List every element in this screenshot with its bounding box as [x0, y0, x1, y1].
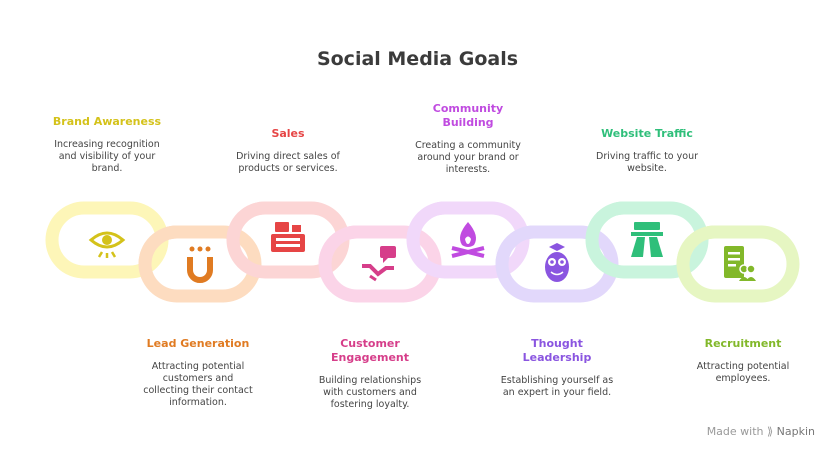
goal-description-line: around your brand or [417, 152, 519, 163]
resume-icon [724, 246, 756, 281]
chain-link-overlap-8 [676, 225, 716, 265]
goal-description-line: collecting their contact [143, 385, 253, 396]
chat-handshake-icon [362, 246, 396, 282]
highway-icon [631, 222, 663, 257]
goal-heading: Sales [271, 127, 305, 140]
goal-description-line: information. [169, 397, 227, 408]
chain-link-overlap-5 [406, 201, 446, 241]
cash-register-icon [271, 222, 305, 252]
diagram-title: Social Media Goals [316, 48, 519, 70]
goal-description-line: Establishing yourself as [500, 375, 614, 386]
eye-icon [88, 231, 126, 258]
goal-description-line: website. [627, 163, 667, 174]
goal-description-line: and visibility of your [58, 151, 156, 162]
chain-link-overlap-3 [226, 201, 266, 241]
napkin-logo-icon: ⟫ [767, 425, 774, 438]
goal-heading-line: Building [442, 116, 494, 129]
goal-description-line: fostering loyalty. [330, 399, 410, 410]
credit-prefix: Made with [706, 425, 764, 438]
goal-description-line: interests. [445, 164, 491, 175]
campfire-icon [451, 222, 485, 258]
goal-description-line: an expert in your field. [502, 387, 612, 398]
goal-heading-line: Thought [531, 337, 583, 350]
goal-heading: Brand Awareness [52, 115, 162, 128]
goal-heading-line: Engagement [331, 351, 409, 364]
goal-description-line: Attracting potential [696, 361, 790, 372]
goal-heading-line: Customer [340, 337, 400, 350]
chain-link-overlap-4 [318, 225, 358, 265]
goal-description-line: Increasing recognition [54, 139, 160, 150]
chain-link-overlap-2 [138, 225, 178, 265]
made-with-napkin-credit: Made with ⟫ Napkin [707, 425, 815, 438]
goal-description-line: Driving direct sales of [236, 151, 340, 162]
goal-description-line: brand. [91, 163, 123, 174]
goal-description-line: Creating a community [415, 140, 521, 151]
goal-description-line: customers and [162, 373, 234, 384]
goal-description-line: Attracting potential [151, 361, 245, 372]
magnet-icon [187, 246, 213, 283]
owl-graduate-icon [545, 243, 569, 282]
goal-heading-line: Community [432, 102, 504, 115]
goal-description-line: Driving traffic to your [596, 151, 698, 162]
goal-heading: Website Traffic [601, 127, 693, 140]
goal-heading: Recruitment [704, 337, 782, 350]
goal-description-line: products or services. [238, 163, 338, 174]
chain-link-overlap-6 [495, 225, 535, 265]
goal-description-line: with customers and [323, 387, 417, 398]
goal-heading-line: Leadership [522, 351, 592, 364]
goal-description-line: Building relationships [318, 375, 422, 386]
goal-heading: Lead Generation [146, 337, 250, 350]
goal-description-line: employees. [715, 373, 771, 384]
chain-link-overlap-7 [585, 201, 625, 241]
credit-brand: Napkin [776, 425, 815, 438]
